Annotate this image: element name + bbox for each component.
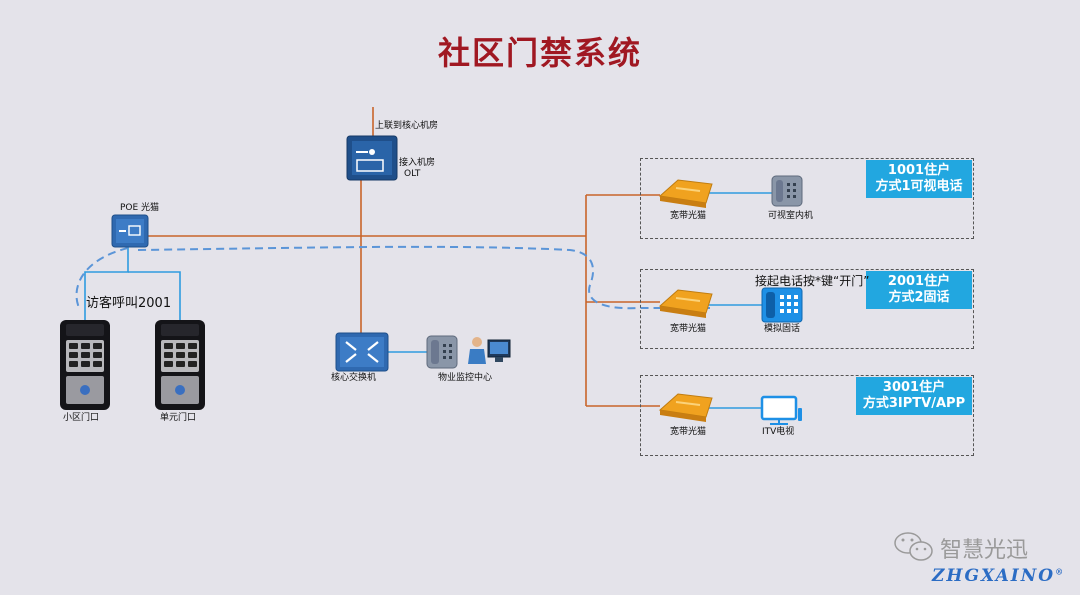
property-center-label: 物业监控中心 (438, 373, 493, 383)
analog-phone-icon (761, 287, 803, 323)
olt-icon (346, 135, 398, 181)
community-gate-label: 小区门口 (63, 413, 100, 423)
unit-gate-label: 单元门口 (160, 413, 197, 423)
resident-badge-2001: 2001住户方式2固话 (866, 271, 972, 309)
core-switch-label: 核心交换机 (331, 373, 377, 383)
door-station-community-icon (60, 320, 110, 410)
monitoring-center-icon (426, 335, 511, 369)
olt-label: OLT (404, 169, 421, 179)
uplink-label: 上联到核心机房 (375, 121, 439, 131)
access-room-label: 接入机房 (399, 158, 436, 168)
wechat-icon (894, 532, 933, 561)
watermark-brand: ZHGXAINO® (932, 566, 1065, 586)
broadband-onu-3-label: 宽带光猫 (670, 427, 707, 437)
itv-label: ITV电视 (762, 427, 795, 437)
broadband-onu-3-icon (658, 393, 713, 422)
broadband-onu-1-icon (658, 179, 713, 208)
fiber-lines (148, 107, 660, 407)
resident-box-1001 (640, 158, 974, 239)
brand-name: ZHGXAINO (932, 566, 1056, 586)
resident-box-2001 (640, 269, 974, 349)
broadband-onu-2-label: 宽带光猫 (670, 324, 707, 334)
broadband-onu-2-icon (658, 289, 713, 318)
broadband-onu-1-label: 宽带光猫 (670, 211, 707, 221)
resident-box-3001 (640, 375, 974, 456)
analog-phone-label: 模拟固话 (764, 324, 801, 334)
resident-badge-1001: 1001住户方式1可视电话 (866, 160, 972, 198)
dashed-call-link (137, 245, 710, 310)
itv-icon (760, 395, 802, 425)
core-switch-icon (335, 332, 389, 372)
video-phone-label: 可视室内机 (768, 211, 814, 221)
video-phone-icon (771, 175, 803, 207)
poe-onu-icon (111, 214, 149, 248)
dashed-call-link-left (75, 247, 129, 311)
resident-badge-3001: 3001住户方式3IPTV/APP (856, 377, 972, 415)
poe-onu-label: POE 光猫 (120, 203, 160, 213)
door-station-unit-icon (155, 320, 205, 410)
registered-mark: ® (1055, 566, 1066, 577)
visitor-call-label: 访客呼叫2001 (86, 296, 172, 311)
lan-lines (84, 192, 772, 409)
page-title: 社区门禁系统 (437, 34, 642, 72)
pickup-note: 接起电话按*键“开门” (755, 274, 870, 288)
watermark-text: 智慧光迅 (940, 538, 1029, 563)
